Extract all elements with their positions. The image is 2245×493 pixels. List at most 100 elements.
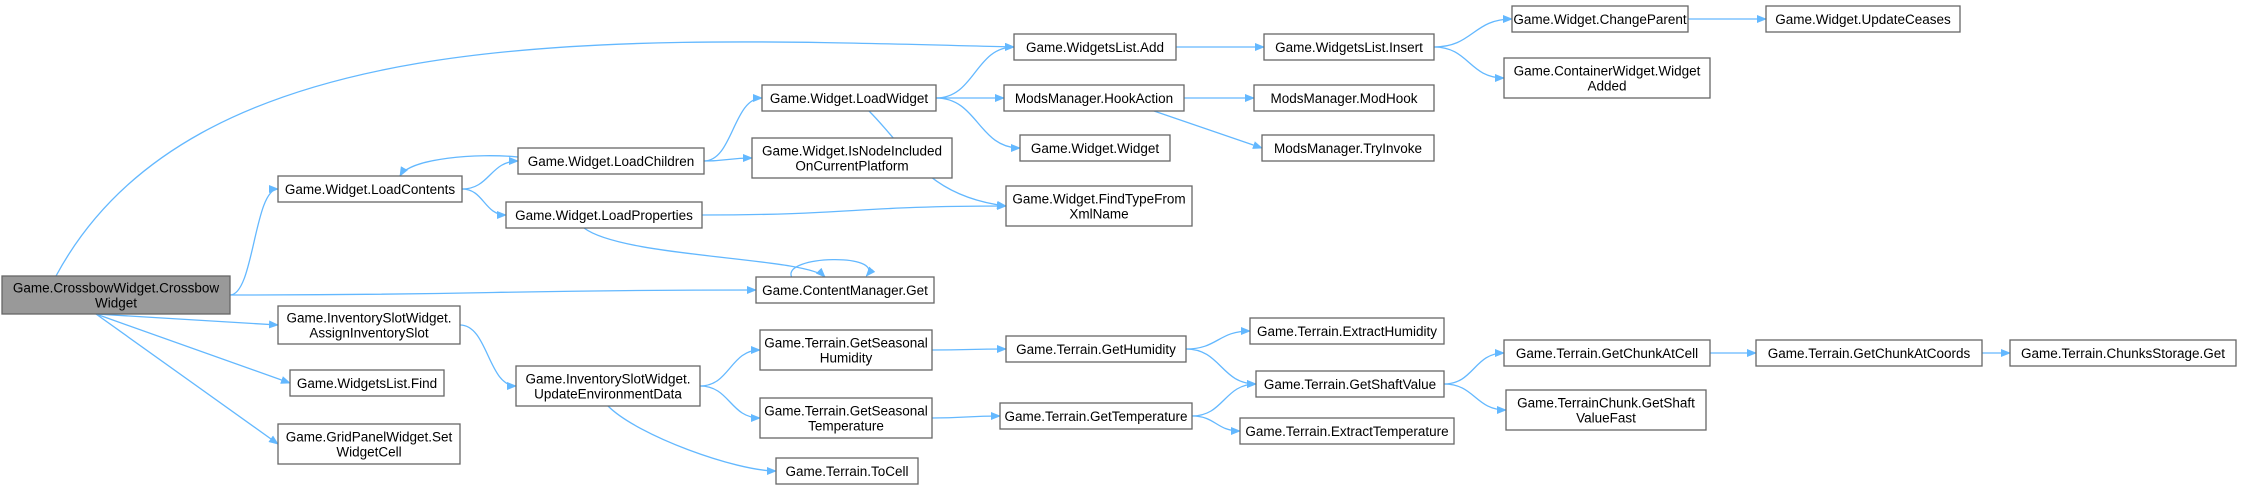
edge-w-loadprops-to-w-findtype	[701, 202, 1007, 216]
node-box	[1505, 389, 1707, 431]
node-label: Game.Widget.IsNodeIncluded	[762, 144, 942, 159]
node-wl-insert[interactable]: Game.WidgetsList.Insert	[1263, 33, 1435, 61]
node-box	[1511, 5, 1689, 33]
node-wl-find[interactable]: Game.WidgetsList.Find	[289, 369, 445, 397]
node-w-loadchildren[interactable]: Game.Widget.LoadChildren	[517, 147, 705, 175]
node-w-isnode[interactable]: Game.Widget.IsNodeIncludedOnCurrentPlatf…	[751, 137, 953, 179]
edge-w-loadwidget-to-wl-add	[935, 43, 1015, 99]
node-t-exthum[interactable]: Game.Terrain.ExtractHumidity	[1249, 317, 1445, 345]
edge-wl-insert-to-cw-added	[1433, 46, 1505, 82]
node-box	[1253, 84, 1435, 112]
node-label: Game.Terrain.ToCell	[785, 464, 908, 479]
node-box	[277, 305, 461, 345]
node-box	[1765, 5, 1961, 33]
node-label: Game.InventorySlotWidget.	[525, 372, 690, 387]
node-label: Game.Widget.LoadChildren	[528, 154, 695, 169]
node-box	[1755, 339, 1983, 367]
node-label: Game.Terrain.GetSeasonal	[764, 336, 928, 351]
node-box	[2009, 339, 2237, 367]
node-label: Game.InventorySlotWidget.	[286, 311, 451, 326]
node-label: Game.TerrainChunk.GetShaft	[1517, 396, 1695, 411]
node-label: Game.WidgetsList.Find	[297, 376, 437, 391]
node-isw-assign[interactable]: Game.InventorySlotWidget.AssignInventory…	[277, 305, 461, 345]
node-label: Game.ContainerWidget.Widget	[1514, 64, 1701, 79]
node-box	[1503, 57, 1711, 99]
node-w-chparent[interactable]: Game.Widget.ChangeParent	[1511, 5, 1689, 33]
node-t-gethum[interactable]: Game.Terrain.GetHumidity	[1005, 335, 1187, 363]
node-label: OnCurrentPlatform	[795, 159, 908, 174]
edge-root-to-wl-add	[55, 41, 1015, 277]
node-t-exttemp[interactable]: Game.Terrain.ExtractTemperature	[1239, 417, 1455, 445]
node-label: Game.Widget.LoadWidget	[770, 91, 929, 106]
edge-mm-hook-to-mm-tryinvoke	[1153, 110, 1263, 149]
node-box	[759, 397, 933, 439]
node-mm-tryinvoke[interactable]: ModsManager.TryInvoke	[1261, 134, 1435, 162]
edge-t-gettemp-to-t-exttemp	[1191, 415, 1241, 435]
node-box	[1, 275, 231, 315]
node-w-loadwidget[interactable]: Game.Widget.LoadWidget	[761, 84, 937, 112]
edge-root-to-isw-assign	[95, 313, 279, 329]
node-box	[1019, 134, 1171, 162]
node-w-loadcontents[interactable]: Game.Widget.LoadContents	[277, 175, 463, 203]
node-mm-modhook[interactable]: ModsManager.ModHook	[1253, 84, 1435, 112]
node-root[interactable]: Game.CrossbowWidget.CrossbowWidget	[1, 275, 231, 315]
node-box	[289, 369, 445, 397]
edge-w-loadchildren-to-w-isnode	[703, 154, 753, 163]
node-box	[1263, 33, 1435, 61]
edge-w-loadprops-to-cm-get	[583, 227, 826, 278]
edge-root-to-wl-find	[95, 313, 291, 384]
node-box	[277, 175, 463, 203]
edge-w-loadchildren-to-w-loadwidget	[703, 94, 763, 162]
node-label: Game.Terrain.ChunksStorage.Get	[2021, 346, 2225, 361]
edge-t-gethum-to-t-shaft	[1185, 348, 1257, 388]
node-label: UpdateEnvironmentData	[534, 387, 682, 402]
node-box	[1261, 134, 1435, 162]
node-t-chunkcoords[interactable]: Game.Terrain.GetChunkAtCoords	[1755, 339, 1983, 367]
edge-root-to-w-loadcontents	[229, 185, 279, 296]
node-label: Humidity	[820, 351, 873, 366]
edge-isw-update-to-t-tocell	[607, 405, 777, 475]
node-label: Game.Terrain.ExtractHumidity	[1257, 324, 1437, 339]
node-label: Added	[1587, 79, 1626, 94]
node-box	[515, 365, 701, 407]
node-label: Temperature	[808, 419, 884, 434]
node-box	[1249, 317, 1445, 345]
edge-t-seastemp-to-t-gettemp	[931, 412, 1001, 421]
node-isw-update[interactable]: Game.InventorySlotWidget.UpdateEnvironme…	[515, 365, 701, 407]
node-cm-get[interactable]: Game.ContentManager.Get	[755, 276, 935, 304]
edge-root-to-gpw-set	[95, 313, 279, 445]
node-label: Game.WidgetsList.Insert	[1275, 40, 1423, 55]
edge-isw-update-to-t-seashum	[699, 346, 761, 387]
node-t-cs-get[interactable]: Game.Terrain.ChunksStorage.Get	[2009, 339, 2237, 367]
node-t-tocell[interactable]: Game.Terrain.ToCell	[775, 457, 919, 485]
edge-w-loadcontents-to-w-loadprops	[461, 188, 507, 219]
node-w-widget[interactable]: Game.Widget.Widget	[1019, 134, 1171, 162]
node-box	[761, 84, 937, 112]
edge-w-loadchildren-to-w-loadcontents	[399, 155, 519, 177]
node-box	[1003, 84, 1185, 112]
node-wl-add[interactable]: Game.WidgetsList.Add	[1013, 33, 1177, 61]
node-label: Game.Terrain.GetSeasonal	[764, 404, 928, 419]
node-label: Game.Widget.Widget	[1031, 141, 1160, 156]
edge-wl-insert-to-w-chparent	[1433, 15, 1513, 48]
node-box	[1005, 185, 1193, 227]
node-w-updceases[interactable]: Game.Widget.UpdateCeases	[1765, 5, 1961, 33]
node-label: AssignInventorySlot	[309, 326, 429, 341]
node-w-loadprops[interactable]: Game.Widget.LoadProperties	[505, 201, 703, 229]
edge-w-loadcontents-to-w-loadchildren	[461, 157, 519, 190]
node-label: Game.CrossbowWidget.Crossbow	[13, 281, 220, 296]
node-label: Game.Widget.LoadProperties	[515, 208, 693, 223]
node-mm-hook[interactable]: ModsManager.HookAction	[1003, 84, 1185, 112]
node-t-shaft[interactable]: Game.Terrain.GetShaftValue	[1255, 370, 1445, 398]
node-label: ModsManager.HookAction	[1015, 91, 1173, 106]
node-t-chunkcell[interactable]: Game.Terrain.GetChunkAtCell	[1503, 339, 1711, 367]
node-label: WidgetCell	[336, 445, 401, 460]
edge-t-shaft-to-t-chunkcell	[1443, 349, 1505, 385]
node-t-gettemp[interactable]: Game.Terrain.GetTemperature	[999, 402, 1193, 430]
